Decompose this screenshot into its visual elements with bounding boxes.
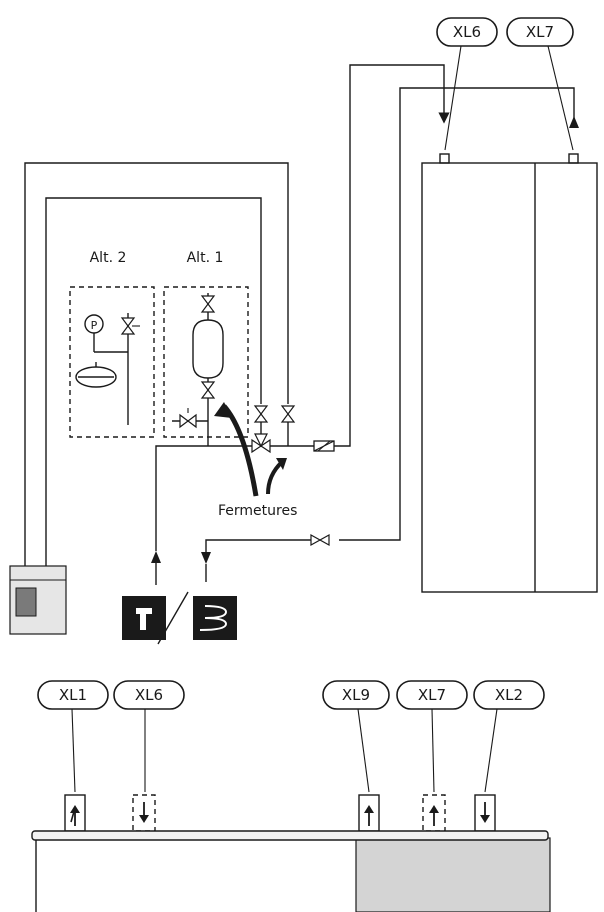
leader-xl2 bbox=[484, 708, 498, 793]
callout-xl6-top-label: XL6 bbox=[453, 23, 481, 41]
hot-water-pipe-from-xl7 bbox=[339, 87, 575, 541]
callout-xl9: XL9 bbox=[322, 680, 390, 710]
stub-xl2 bbox=[474, 794, 496, 832]
arrow-up-xl7 bbox=[569, 116, 579, 128]
callout-xl2-label: XL2 bbox=[495, 686, 523, 704]
leader-xl9 bbox=[357, 708, 370, 793]
outdoor-unit-top bbox=[31, 830, 551, 912]
shutoff-valve-hot bbox=[310, 533, 330, 547]
stub-xl7-bottom bbox=[422, 794, 446, 832]
cold-water-pipe-to-xl6 bbox=[349, 64, 450, 438]
callout-xl7-top: XL7 bbox=[506, 17, 574, 47]
callout-xl6-bottom-label: XL6 bbox=[135, 686, 163, 704]
alt2-label: Alt. 2 bbox=[90, 250, 127, 266]
callout-xl6-bottom: XL6 bbox=[113, 680, 185, 710]
shutoff-valve-return-2 bbox=[280, 405, 296, 423]
callout-xl1: XL1 bbox=[37, 680, 109, 710]
shutoff-valve-alt1-bottom bbox=[200, 381, 216, 399]
hot-line-to-consumers bbox=[205, 539, 311, 560]
leader-xl7-bottom bbox=[431, 708, 435, 793]
safety-valve-alt2 bbox=[120, 317, 140, 335]
shower-tap-icon bbox=[122, 596, 166, 640]
stub-xl6-bottom bbox=[132, 794, 156, 832]
shutoff-valve-return-1 bbox=[253, 405, 269, 423]
alt1-label: Alt. 1 bbox=[187, 250, 224, 266]
arrow-down-hot bbox=[201, 552, 211, 564]
callout-xl7-bottom: XL7 bbox=[396, 680, 468, 710]
callout-xl7-bottom-label: XL7 bbox=[418, 686, 446, 704]
water-tank bbox=[9, 565, 67, 635]
callout-xl6-top: XL6 bbox=[436, 17, 498, 47]
callout-xl7-top-label: XL7 bbox=[526, 23, 554, 41]
callout-xl2: XL2 bbox=[473, 680, 545, 710]
stub-xl9 bbox=[358, 794, 380, 832]
pressure-gauge-label: P bbox=[91, 319, 98, 332]
leader-xl6-top bbox=[444, 45, 462, 151]
alternative-slash bbox=[157, 591, 189, 645]
shutoff-valve-alt1-top bbox=[200, 295, 216, 313]
water-heater-coil-icon bbox=[193, 596, 237, 640]
safety-valve-alt1 bbox=[179, 408, 197, 429]
inner-return-pipe bbox=[45, 197, 262, 566]
stub-xl1 bbox=[64, 794, 86, 832]
port-xl6 bbox=[439, 153, 450, 164]
callout-xl9-label: XL9 bbox=[342, 686, 370, 704]
callout-xl1-label: XL1 bbox=[59, 686, 87, 704]
arrow-up-cold bbox=[151, 551, 161, 563]
closure-arrow-small bbox=[266, 460, 284, 495]
supply-line bbox=[155, 445, 314, 551]
supply-line-right bbox=[334, 438, 351, 447]
closures-label: Fermetures bbox=[218, 503, 297, 519]
leader-xl7-top bbox=[547, 45, 574, 151]
mixing-valve bbox=[251, 433, 271, 454]
closure-arrow-large bbox=[222, 404, 259, 497]
outer-return-pipe bbox=[24, 162, 289, 566]
expansion-vessel-alt1 bbox=[192, 319, 224, 379]
leader-xl1 bbox=[71, 708, 76, 793]
port-xl7 bbox=[568, 153, 579, 164]
alt2-box bbox=[69, 286, 155, 438]
indoor-unit bbox=[421, 153, 598, 593]
